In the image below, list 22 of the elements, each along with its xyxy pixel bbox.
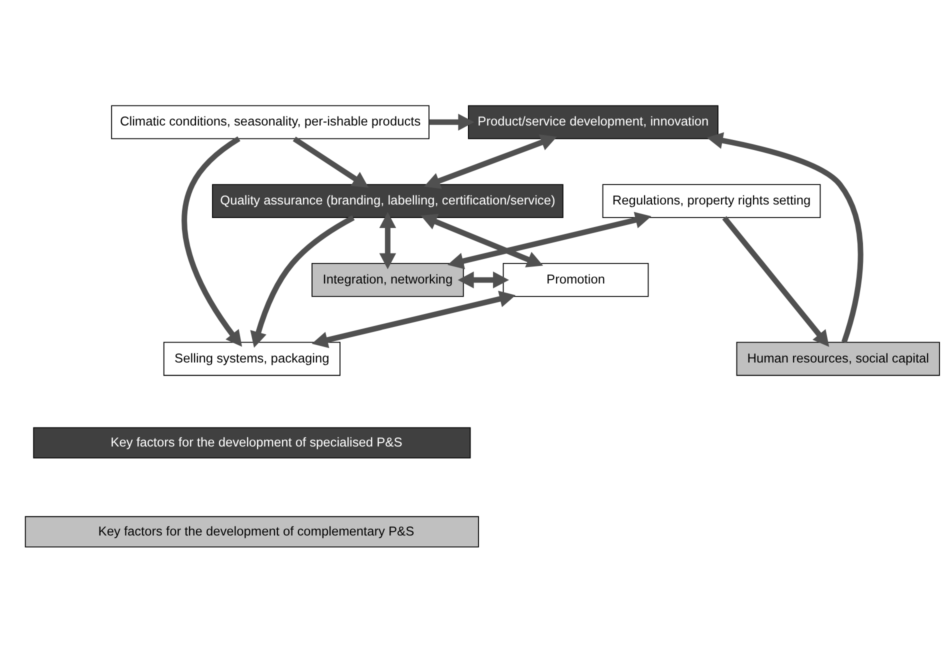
arrow <box>379 212 396 270</box>
arrow <box>292 136 369 188</box>
node-box: Human resources, social capital <box>736 342 940 376</box>
legend-label: Key factors for the development of specialised P&S <box>110 434 402 450</box>
node-box: Promotion <box>502 263 649 297</box>
arrow <box>458 272 510 288</box>
arrow <box>448 212 652 270</box>
arrow <box>429 114 474 131</box>
node-box: Selling systems, packaging <box>163 342 340 376</box>
arrow <box>250 215 355 348</box>
node-box: Climatic conditions, seasonality, per-ishable products <box>111 105 430 140</box>
node-box: Product/service development, innovation <box>468 105 718 140</box>
arrow <box>424 134 557 189</box>
node-box: Integration, networking <box>312 263 464 297</box>
node-box: Regulations, property rights setting <box>602 184 821 218</box>
legend-label: Key factors for the development of complementary P&S <box>98 524 414 539</box>
arrow <box>420 214 544 268</box>
arrow <box>182 136 242 347</box>
arrow <box>312 290 516 348</box>
node-box: Quality assurance (branding, labelling, certification/service) <box>212 184 564 218</box>
arrow <box>722 216 830 347</box>
arrow <box>706 132 864 344</box>
